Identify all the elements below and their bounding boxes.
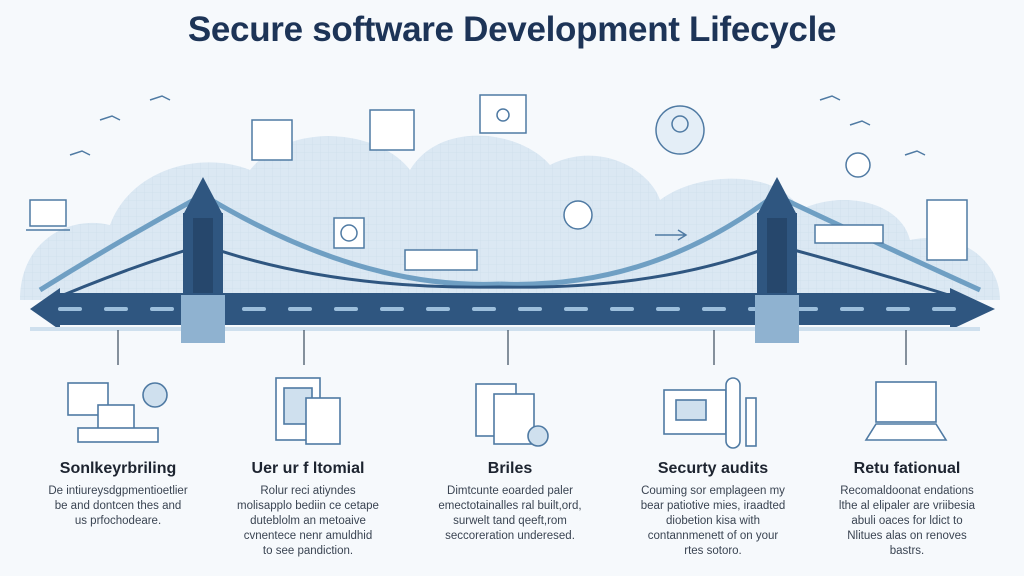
- stage-text: surwelt tand qeeft,rom: [453, 515, 567, 527]
- arrow-left-icon: [30, 288, 60, 330]
- stage-2: Uer ur f ltomial Rolur reci atiyndes moli…: [213, 460, 403, 559]
- stage-text: seccoreration underesed.: [445, 530, 575, 542]
- stage-text: rtes sotoro.: [684, 545, 742, 557]
- stage-text: Rolur reci atiyndes: [260, 485, 356, 497]
- stage-text: us prfochodeare.: [74, 515, 162, 527]
- page-title: Secure software Development Lifecycle: [187, 10, 837, 49]
- bitcoin-icon: [563, 200, 593, 230]
- document-magnifier-icon: [475, 383, 549, 447]
- stage-heading: Uer ur f ltomial: [251, 460, 365, 477]
- right-tower: [755, 177, 799, 343]
- input-box-icon: [404, 249, 478, 271]
- computer-devices-icon: [67, 382, 168, 443]
- stage-text: bastrs.: [889, 545, 925, 557]
- bridge-deck: [30, 288, 995, 331]
- laptop-icon: [864, 381, 948, 441]
- input-box-icon: [814, 224, 884, 244]
- stage-text: De intiureysdgpmentioetlier: [48, 485, 188, 497]
- stage-heading: Briles: [487, 460, 533, 477]
- arrow-right-icon: [950, 288, 995, 330]
- stage-1: Sonlkeyrbriling De intiureysdgpmentioetl…: [23, 460, 213, 529]
- audit-device-icon: [663, 377, 757, 449]
- stage-3: Briles Dimtcunte eoarded paler emectotain…: [415, 460, 605, 544]
- stage-5: Retu fationual Recomaldoonat endations lt…: [812, 460, 1002, 559]
- stage-text: molisapplo bediin ce cetape: [237, 500, 379, 512]
- safe-icon: [333, 217, 365, 249]
- printer-icon: [369, 109, 415, 151]
- laptop-icon: [29, 199, 67, 227]
- stage-text: emectotainalles ral built,ord,: [438, 500, 582, 512]
- stage-text: Dimtcunte eoarded paler: [447, 485, 573, 497]
- stage-text: contannmenett of on your: [647, 530, 779, 542]
- monitor-icon: [479, 94, 527, 134]
- stage-text: Recomaldoonat endations: [840, 485, 974, 497]
- stage-heading: Retu fationual: [853, 460, 961, 477]
- stage-text: cvnentece nenr amuldhid: [243, 530, 373, 542]
- stage-4: Securty audits Couming sor emplageen my b…: [618, 460, 808, 559]
- stage-heading: Sonlkeyrbriling: [59, 460, 177, 477]
- stage-text: Couming sor emplageen my: [641, 485, 785, 497]
- cloud-background: [20, 135, 1000, 300]
- arrow-icon: [655, 229, 688, 241]
- user-avatar-icon: [655, 105, 705, 155]
- stage-text: duteblolm an metoaive: [250, 515, 366, 527]
- stage-icons: [67, 377, 948, 449]
- stage-heading: Securty audits: [657, 460, 769, 477]
- sky-icons: [26, 94, 968, 271]
- stage-connectors: [117, 330, 907, 365]
- stage-text: diobetion kisa with: [666, 515, 760, 527]
- tablet-document-icon: [275, 377, 341, 445]
- stage-text: Nlitues alas on renoves: [847, 530, 967, 542]
- phone-icon: [926, 199, 968, 261]
- stage-text: bear patiotive mies, iraadted: [640, 500, 786, 512]
- left-tower: [181, 177, 225, 343]
- stage-text: be and dontcen thes and: [54, 500, 182, 512]
- stage-text: to see pandiction.: [262, 545, 354, 557]
- stage-text: lthe al elipaler are vriibesia: [838, 500, 976, 512]
- stage-text: abuli oaces for ldict to: [851, 515, 963, 527]
- server-rack-icon: [251, 119, 293, 161]
- gear-icon: [845, 152, 871, 178]
- bird-icons: [69, 95, 926, 156]
